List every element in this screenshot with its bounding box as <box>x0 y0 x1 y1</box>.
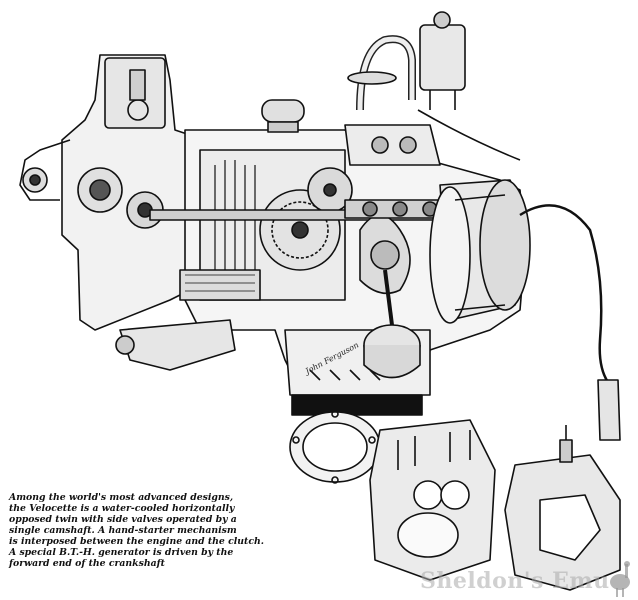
caption-line: is interposed between the engine and the… <box>9 536 264 547</box>
gearbox-housing <box>19 54 191 331</box>
piston <box>363 269 421 379</box>
caption-line: A special B.T.-H. generator is driven by… <box>9 547 234 558</box>
filler-cap <box>261 99 305 133</box>
caption-line: Among the world's most advanced designs, <box>9 492 234 503</box>
cylinder-head-top <box>344 109 521 166</box>
generator <box>429 179 531 324</box>
caption-line: single camshaft. A hand-starter mechanis… <box>9 525 237 536</box>
cylinder-block <box>369 419 496 581</box>
caption-line: opposed twin with side valves operated b… <box>9 514 237 525</box>
caption-line: the Velocette is a water-cooled horizont… <box>9 503 235 514</box>
caption: Among the world's most advanced designs,… <box>9 492 264 569</box>
caption-line: forward end of the crankshaft <box>9 558 165 569</box>
watermark: Sheldon's Emu <box>420 568 610 594</box>
carburettor <box>347 11 466 111</box>
emu-icon <box>610 561 630 597</box>
spark-plug-lead <box>519 204 621 441</box>
cylinder-head <box>504 425 621 591</box>
gearbox-cover-plate <box>289 410 381 484</box>
starter-lever <box>115 269 261 371</box>
